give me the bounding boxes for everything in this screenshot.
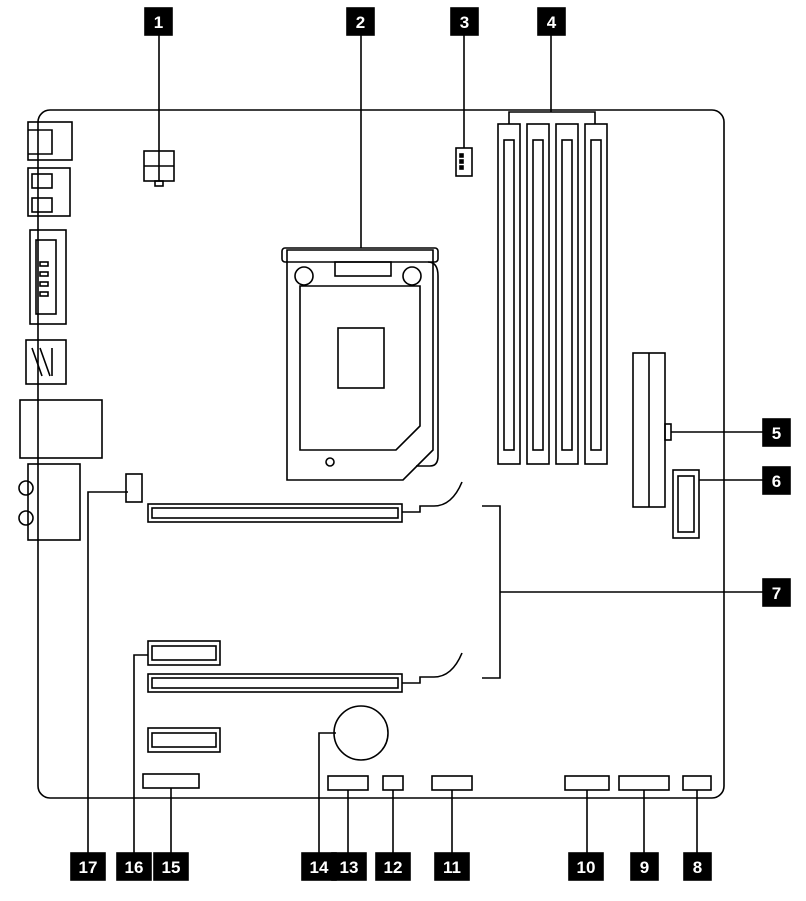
callout-6: 6	[762, 466, 791, 495]
callout-13: 13	[331, 852, 367, 881]
right-edge-connector	[672, 469, 700, 539]
pcie-x16-slot-bottom	[147, 652, 463, 693]
callout-label: 3	[460, 13, 469, 32]
callout-11: 11	[434, 852, 470, 881]
callout-17: 17	[70, 852, 106, 881]
callout-5: 5	[762, 418, 791, 447]
header-11	[431, 775, 473, 791]
system-fan-header	[125, 473, 143, 503]
callout-16: 16	[116, 852, 152, 881]
callout-9: 9	[630, 852, 659, 881]
callout-label: 2	[356, 13, 365, 32]
dimm-slot-3	[555, 123, 579, 465]
callout-2: 2	[346, 7, 375, 36]
callout-label: 4	[547, 13, 557, 32]
callout-label: 12	[384, 858, 403, 877]
pcie-x1-slot-bottom	[147, 727, 221, 753]
pcie-x16-slot-top	[147, 481, 463, 523]
callout-label: 7	[772, 584, 781, 603]
fan-header-top	[455, 147, 473, 177]
callout-label: 14	[310, 858, 329, 877]
callout-label: 1	[154, 13, 163, 32]
rear-io-panel	[18, 121, 103, 541]
callout-label: 9	[640, 858, 649, 877]
callout-3: 3	[450, 7, 479, 36]
callout-4: 4	[537, 7, 566, 36]
callout-15: 15	[153, 852, 189, 881]
cpu-power-connector	[143, 150, 175, 187]
dimm-slot-1	[497, 123, 521, 465]
header-9	[618, 775, 670, 791]
board-outline	[37, 109, 725, 799]
callout-10: 10	[568, 852, 604, 881]
callout-label: 8	[693, 858, 702, 877]
header-10	[564, 775, 610, 791]
cpu-socket	[281, 247, 439, 481]
coin-cell-battery	[333, 705, 389, 761]
dimm-slot-2	[526, 123, 550, 465]
callout-label: 6	[772, 472, 781, 491]
header-13	[327, 775, 369, 791]
callout-label: 10	[577, 858, 596, 877]
dimm-slot-4	[584, 123, 608, 465]
main-power-connector	[632, 352, 672, 508]
callout-label: 11	[443, 858, 461, 877]
callout-8: 8	[683, 852, 712, 881]
callout-12: 12	[375, 852, 411, 881]
leader-lines	[87, 34, 763, 853]
callout-7: 7	[762, 578, 791, 607]
header-15	[142, 773, 200, 789]
callout-1: 1	[144, 7, 173, 36]
callout-label: 5	[772, 424, 781, 443]
callout-label: 16	[125, 858, 144, 877]
callout-label: 15	[162, 858, 181, 877]
callout-14: 14	[301, 852, 337, 881]
callout-label: 17	[79, 858, 98, 877]
pcie-x1-slot-top	[147, 640, 221, 666]
memory-slots	[497, 123, 608, 465]
header-12	[382, 775, 404, 791]
header-8	[682, 775, 712, 791]
callout-label: 13	[340, 858, 359, 877]
